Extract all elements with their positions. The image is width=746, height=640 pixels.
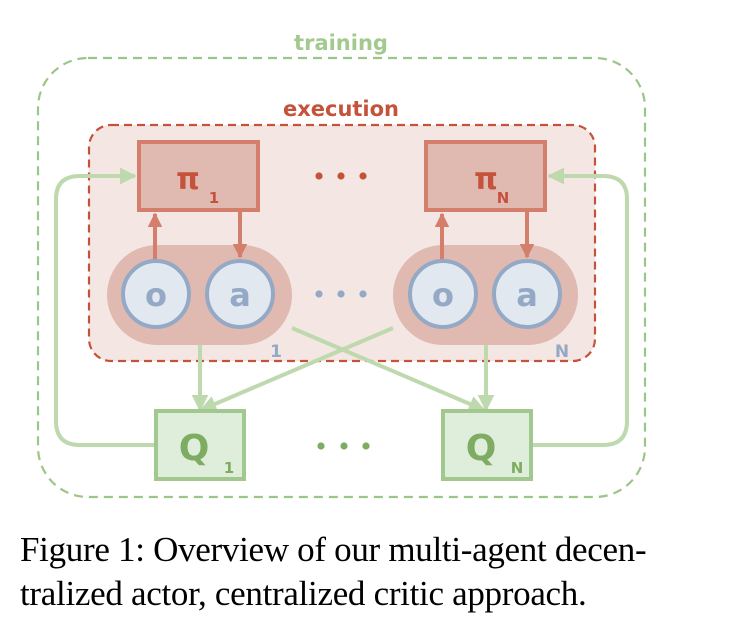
caption-line-2: tralized actor, centralized critic appro… xyxy=(20,574,587,613)
critic-1-subscript: 1 xyxy=(224,459,234,477)
agent-ellipsis xyxy=(315,290,367,298)
agent-1-action: a xyxy=(205,259,275,329)
svg-text:o: o xyxy=(432,276,454,314)
policy-1-subscript: 1 xyxy=(209,189,219,207)
agent-n-observation: o xyxy=(408,259,478,329)
training-label: training xyxy=(294,31,388,55)
agent-n-index: N xyxy=(555,342,569,362)
critic-n-symbol: Q xyxy=(466,428,497,469)
policy-1-symbol: π xyxy=(176,162,200,197)
policy-ellipsis xyxy=(315,172,367,180)
execution-label: execution xyxy=(283,97,399,121)
critic-n-to-policy-n-arrow xyxy=(533,167,629,447)
policy-n-subscript: N xyxy=(497,189,510,207)
agent-n-to-critic-1-arrow xyxy=(199,326,394,412)
training-boundary xyxy=(36,56,647,499)
marl-diagram: training execution π 1 π N o a o xyxy=(36,31,647,499)
critic-n-box: Q N xyxy=(441,409,533,481)
agent-1-observation: o xyxy=(121,259,191,329)
agent-n-action: a xyxy=(492,259,562,329)
svg-text:a: a xyxy=(516,276,538,314)
critic-1-symbol: Q xyxy=(179,428,210,469)
svg-text:o: o xyxy=(145,276,167,314)
policy-n-box: π N xyxy=(424,140,547,212)
critic-1-to-policy-1-arrow xyxy=(54,167,155,447)
policy-n-symbol: π xyxy=(474,162,498,197)
svg-text:a: a xyxy=(229,276,251,314)
agent-1-index: 1 xyxy=(270,342,282,362)
policy-1-box: π 1 xyxy=(137,140,260,212)
critic-1-box: Q 1 xyxy=(154,409,246,481)
critic-ellipsis xyxy=(317,442,370,450)
critic-n-subscript: N xyxy=(511,459,524,477)
caption-line-1: Figure 1: Overview of our multi-agent de… xyxy=(20,530,647,569)
agent-1-to-critic-n-arrow xyxy=(291,326,486,412)
figure-caption: Figure 1: Overview of our multi-agent de… xyxy=(20,528,740,616)
